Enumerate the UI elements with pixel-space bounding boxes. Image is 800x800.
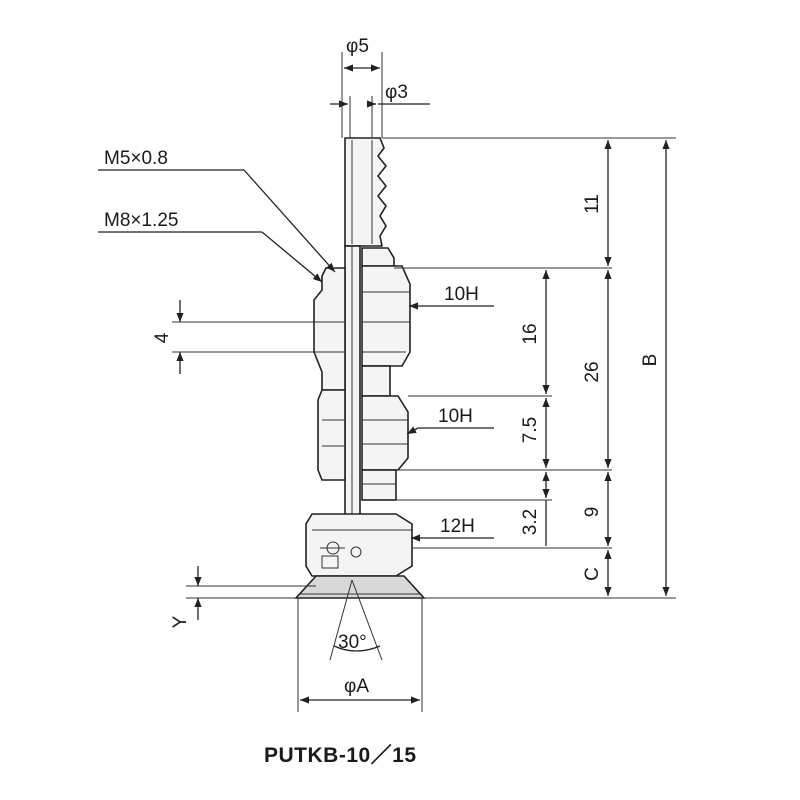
dim-c-label: C — [582, 567, 603, 581]
thread-m5-label: M5×0.8 — [104, 148, 168, 169]
dim-dia5-label: φ5 — [346, 36, 369, 57]
fitting-body — [294, 137, 426, 599]
dim-4-label: 4 — [152, 332, 173, 343]
dim-3-2-label: 3.2 — [520, 509, 541, 535]
hex-10h-upper-label: 10H — [444, 284, 479, 305]
hex-12h-label: 12H — [440, 516, 475, 537]
dimension-lines — [98, 52, 676, 712]
hex-10h-lower-label: 10H — [438, 406, 473, 427]
thread-m8-label: M8×1.25 — [104, 210, 178, 231]
dim-y-label: Y — [170, 615, 191, 628]
dim-11-label: 11 — [582, 194, 603, 214]
model-caption: PUTKB-10／15 — [264, 743, 417, 767]
dim-9-label: 9 — [582, 507, 603, 518]
dim-26-label: 26 — [582, 361, 603, 382]
angle-30-label: 30° — [338, 632, 367, 653]
dim-dia-a-label: φA — [344, 676, 369, 697]
dim-7-5-label: 7.5 — [520, 417, 541, 443]
dim-16-label: 16 — [520, 323, 541, 344]
dim-dia3-label: φ3 — [385, 82, 408, 103]
dim-b-label: B — [640, 354, 661, 367]
